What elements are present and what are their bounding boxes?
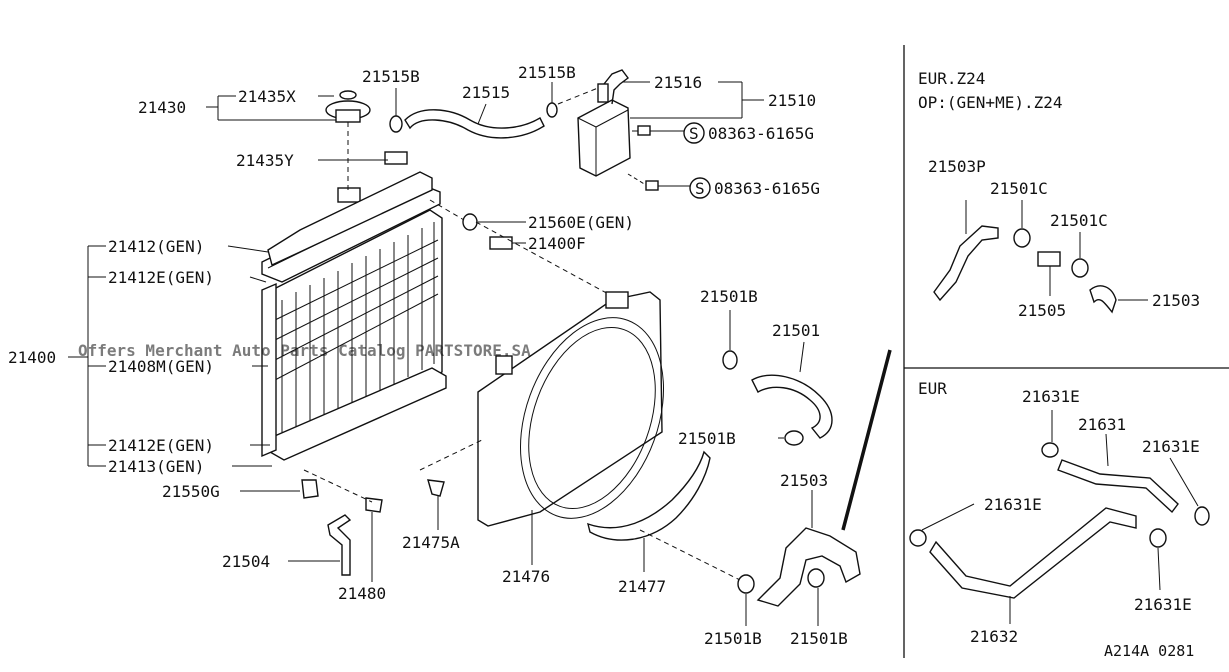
drain-cock [301, 479, 319, 499]
clip-21475a [427, 479, 445, 497]
label-21480: 21480 [338, 584, 386, 603]
label-21550g: 21550G [162, 482, 220, 501]
inset-clamp-21501c-b [1071, 258, 1089, 278]
label-21408m: 21408M(GEN) [108, 357, 214, 376]
label-21400f: 21400F [528, 234, 586, 253]
reservoir-tank [577, 83, 631, 177]
label-21515b-right: 21515B [518, 63, 576, 82]
bolt-lower [627, 173, 659, 191]
inset-clamp-21501c-a [1013, 228, 1031, 248]
radiator-cap [325, 90, 371, 123]
label-08363-lower: 08363-6165G [714, 179, 820, 198]
label-21503-inset: 21503 [1152, 291, 1200, 310]
inset-clamp-21631e-a [1041, 442, 1059, 458]
figure-code: A214A 0281 [1104, 642, 1194, 660]
leader-lines [68, 81, 1199, 626]
label-21501b-lower-left: 21501B [704, 629, 762, 648]
label-21413: 21413(GEN) [108, 457, 204, 476]
label-21430: 21430 [138, 98, 186, 117]
fitting-21560e [462, 213, 478, 231]
screw-symbol-lower-letter: S [695, 179, 705, 198]
fan-shroud [477, 291, 664, 527]
clamp-21515b-left [389, 115, 403, 133]
label-21631e-c: 21631E [984, 495, 1042, 514]
label-21435y: 21435Y [236, 151, 294, 170]
inset-clamp-21631e-d [1149, 528, 1167, 548]
label-21412e-lower: 21412E(GEN) [108, 436, 214, 455]
lower-shroud-21477 [587, 450, 711, 541]
lower-hose-21503 [756, 527, 861, 607]
label-21501: 21501 [772, 321, 820, 340]
screw-symbol-upper-letter: S [689, 124, 699, 143]
label-21504: 21504 [222, 552, 270, 571]
label-21560e: 21560E(GEN) [528, 213, 634, 232]
label-21475a: 21475A [402, 533, 460, 552]
label-21435x: 21435X [238, 87, 296, 106]
label-21515b-left: 21515B [362, 67, 420, 86]
lower-hose-21504 [327, 514, 352, 576]
label-21501b-upper: 21501B [700, 287, 758, 306]
inset-z24-title-line1: EUR.Z24 [918, 69, 985, 88]
inset-pointer-line [841, 349, 892, 531]
label-21501b-lower-right: 21501B [790, 629, 848, 648]
label-21501c-a: 21501C [990, 179, 1048, 198]
clamp-21501b-middle [784, 430, 804, 446]
label-21631e-a: 21631E [1022, 387, 1080, 406]
screw-symbol-upper [683, 122, 705, 144]
clamp-21501b-lower-right [807, 568, 825, 588]
clamp-21501b-upper [722, 350, 738, 370]
label-21412-gen: 21412(GEN) [108, 237, 204, 256]
label-21501b-middle: 21501B [678, 429, 736, 448]
inset-clamp-21631e-b [1194, 506, 1210, 526]
inset-z24-title-line2: OP:(GEN+ME).Z24 [918, 93, 1063, 112]
label-21516: 21516 [654, 73, 702, 92]
label-21515: 21515 [462, 83, 510, 102]
label-21503: 21503 [780, 471, 828, 490]
label-21501c-b: 21501C [1050, 211, 1108, 230]
inset-eur-title: EUR [918, 379, 947, 398]
label-21400: 21400 [8, 348, 56, 367]
label-21632: 21632 [970, 627, 1018, 646]
screw-symbol-lower [689, 177, 711, 199]
label-21412e-upper: 21412E(GEN) [108, 268, 214, 287]
plug-21400f [489, 236, 513, 250]
inset-hose-21503 [1089, 285, 1117, 314]
watermark-text: Offers Merchant Auto Parts Catalog PARTS… [78, 341, 531, 360]
inset-connector-21505 [1037, 251, 1061, 267]
top-seal-strip [267, 171, 433, 266]
bolt-upper [632, 125, 651, 136]
clamp-21501b-lower-left [737, 574, 755, 594]
clamp-21515b-right [546, 102, 558, 118]
inset-hose-21631 [1057, 459, 1179, 514]
label-21477: 21477 [618, 577, 666, 596]
label-21631e-b: 21631E [1142, 437, 1200, 456]
inset-clamp-21631e-c [909, 529, 927, 547]
inset-hose-21503p [933, 225, 999, 302]
clip-21480 [365, 497, 383, 513]
label-21631e-d: 21631E [1134, 595, 1192, 614]
label-21476: 21476 [502, 567, 550, 586]
overflow-hose-21515 [404, 109, 545, 139]
radiator-cap-bracket [384, 151, 408, 165]
inset-hose-21632 [929, 507, 1137, 599]
label-21510: 21510 [768, 91, 816, 110]
reservoir-tube [603, 69, 629, 105]
label-21631: 21631 [1078, 415, 1126, 434]
upper-hose-21501 [751, 374, 833, 439]
label-08363-upper: 08363-6165G [708, 124, 814, 143]
label-21505: 21505 [1018, 301, 1066, 320]
label-21503p: 21503P [928, 157, 986, 176]
